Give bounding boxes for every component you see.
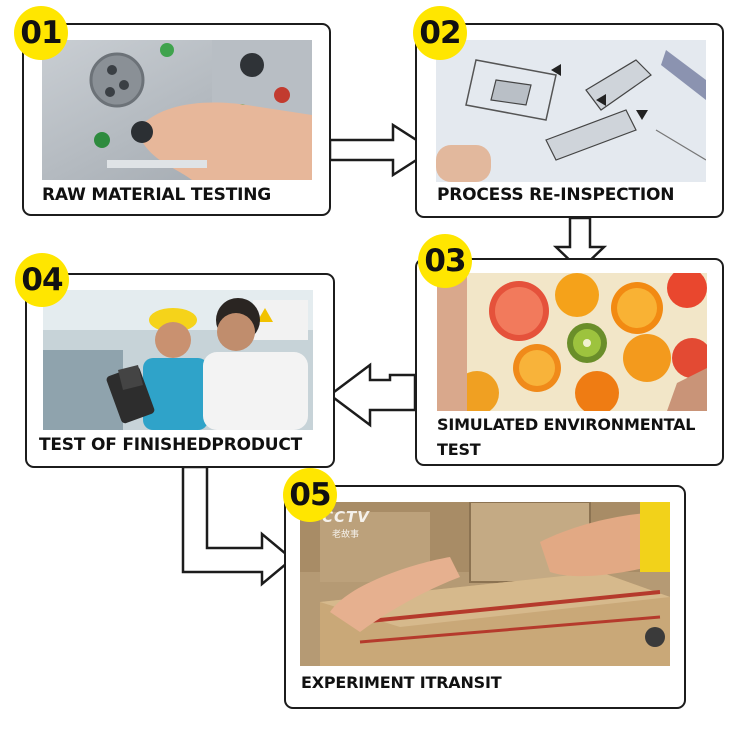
arrow-03-to-04	[327, 362, 417, 428]
step-badge-02: 02	[413, 6, 467, 60]
step-label-01: RAW MATERIAL TESTING	[42, 185, 271, 205]
step-badge-04: 04	[15, 253, 69, 307]
step-badge-03: 03	[418, 234, 472, 288]
arrow-04-to-05	[181, 465, 294, 587]
step-badge-01: 01	[14, 6, 68, 60]
step-label-02: PROCESS RE-INSPECTION	[437, 185, 675, 205]
control-panel-photo	[42, 40, 312, 180]
instruction-drawing-photo	[436, 40, 706, 182]
step-label-04: TEST OF FINISHEDPRODUCT	[39, 435, 303, 455]
workers-inspecting-photo	[43, 290, 313, 430]
step-label-03-line2: TEST	[437, 440, 481, 459]
step-label-03-line1: SIMULATED ENVIRONMENTAL	[437, 415, 696, 434]
fruit-print-photo	[437, 273, 707, 411]
cctv-watermark-subtitle: 老故事	[332, 530, 360, 540]
step-badge-05: 05	[283, 468, 337, 522]
step-label-05: EXPERIMENT ITRANSIT	[301, 673, 502, 692]
carton-box-photo: CCTV 老故事	[300, 502, 670, 666]
cctv-watermark: CCTV	[322, 508, 370, 526]
